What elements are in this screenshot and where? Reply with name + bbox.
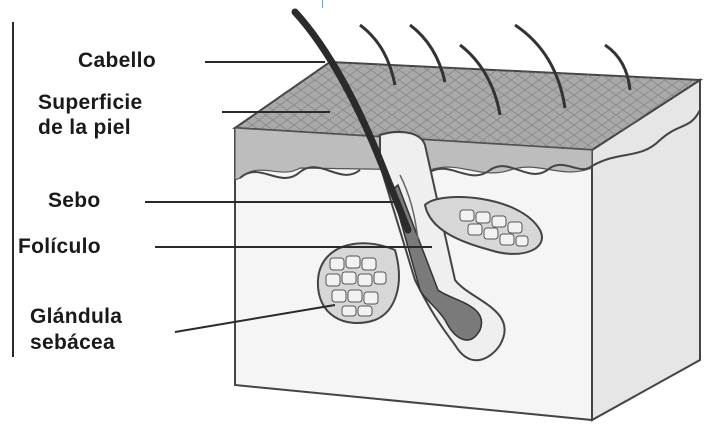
label-superficie-line1: Superficie: [38, 92, 143, 114]
label-foliculo: Folículo: [18, 236, 101, 258]
label-sebo: Sebo: [48, 190, 101, 212]
label-glandula-line1: Glándula: [30, 306, 122, 328]
label-glandula-line2: sebácea: [30, 332, 115, 354]
label-cabello: Cabello: [78, 50, 156, 72]
label-superficie-line2: de la piel: [38, 117, 131, 139]
